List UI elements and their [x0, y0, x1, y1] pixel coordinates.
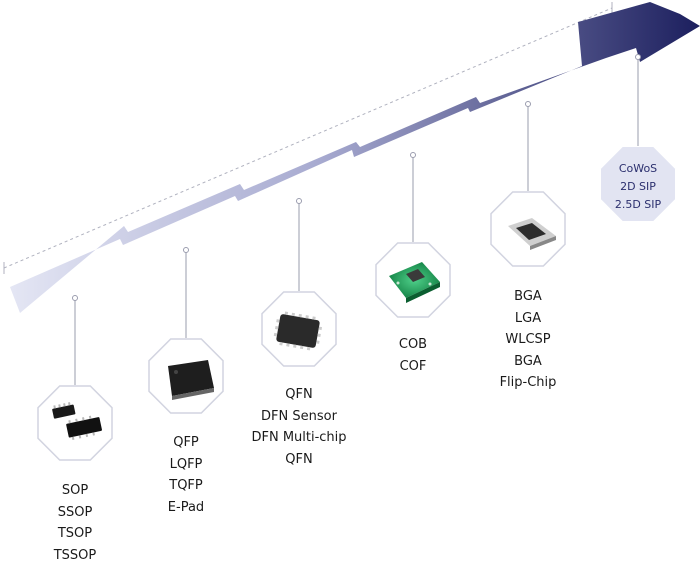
label-cowos: CoWoS	[618, 162, 658, 175]
label-tssop: TSSOP	[53, 547, 97, 562]
label-qfn: QFN	[285, 387, 313, 402]
label-cof: COF	[399, 358, 427, 374]
label-lga: LGA	[514, 310, 542, 326]
label-qfp: QFP	[173, 435, 199, 450]
qfn-chip-icon	[273, 311, 323, 351]
label-dfn-sensor: DFN Sensor	[261, 408, 337, 424]
label-wlcsp: WLCSP	[505, 332, 551, 347]
label-bga: BGA	[514, 289, 542, 304]
stage-cowos-octagon	[601, 147, 675, 221]
labels-qfp: QFP LQFP TQFP E-Pad	[111, 432, 261, 518]
bga-chip-icon	[508, 218, 556, 250]
stage-bga-dot	[525, 101, 531, 107]
label-epad: E-Pad	[167, 499, 205, 515]
timeline-dashed-line	[3, 7, 613, 269]
label-qfn-2: QFN	[285, 451, 313, 467]
stage-octagons	[37, 147, 675, 461]
stage-qfp-dot	[183, 247, 189, 253]
labels-cob: COB COF	[338, 334, 488, 377]
labels-bga: BGA LGA WLCSP BGA Flip-Chip	[453, 286, 603, 394]
label-tqfp: TQFP	[169, 478, 203, 493]
labels-sop: SOP SSOP TSOP TSSOP	[0, 480, 150, 562]
label-bga-2: BGA	[514, 353, 542, 369]
stage-cowos-dot	[635, 54, 641, 60]
stage-sop-dot	[72, 295, 78, 301]
stage-qfn-dot	[296, 198, 302, 204]
evolution-arrow	[10, 2, 700, 313]
labels-cowos: CoWoS 2D SIP 2.5D SIP	[593, 160, 683, 214]
sop-chip-icon	[52, 402, 102, 441]
label-cob: COB	[398, 337, 428, 352]
labels-qfn: QFN DFN Sensor DFN Multi-chip QFN	[224, 384, 374, 470]
label-lqfp: LQFP	[169, 456, 203, 472]
label-sop: SOP	[61, 483, 89, 498]
label-flip-chip: Flip-Chip	[499, 375, 557, 390]
connector-dots	[72, 54, 641, 301]
cob-board-icon	[389, 262, 440, 303]
label-2d-sip: 2D SIP	[620, 180, 656, 193]
qfp-chip-icon	[168, 360, 214, 400]
label-tsop: TSOP	[57, 526, 93, 541]
label-dfn-multichip: DFN Multi-chip	[251, 430, 347, 445]
label-25d-sip: 2.5D SIP	[614, 198, 662, 211]
connector-lines	[74, 57, 639, 385]
label-ssop: SSOP	[57, 504, 93, 520]
stage-cob-dot	[410, 152, 416, 158]
